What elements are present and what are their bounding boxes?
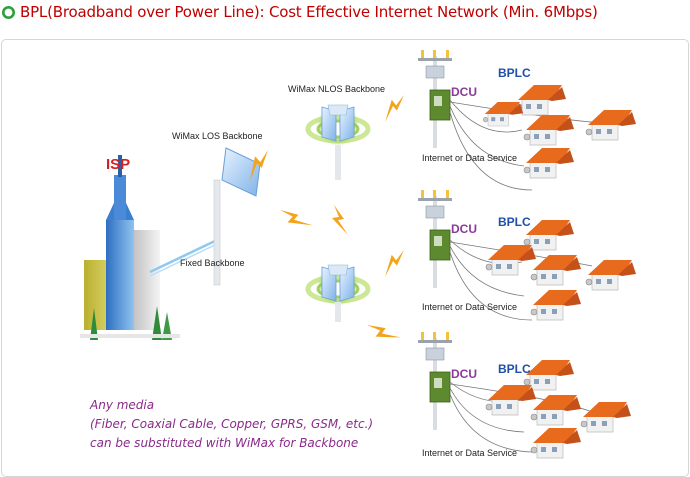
site-2-dcu-label: DCU — [451, 222, 477, 236]
fixed-backbone-cable — [149, 238, 218, 274]
site-2-graphics — [417, 189, 637, 321]
wimax-los-label: WiMax LOS Backbone — [172, 131, 263, 141]
page-heading: BPL(Broadband over Power Line): Cost Eff… — [2, 0, 688, 24]
site-2-bplc-label: BPLC — [498, 215, 531, 229]
site-1-graphics — [417, 49, 637, 191]
relay-tower — [308, 263, 368, 322]
site-1-bplc-label: BPLC — [498, 66, 531, 80]
site-2-service-label: Internet or Data Service — [422, 302, 518, 312]
site-3-graphics — [417, 331, 632, 459]
site-1-service-label: Internet or Data Service — [422, 153, 518, 163]
site-3-bplc-label: BPLC — [498, 362, 531, 376]
media-note-line-3: can be substituted with WiMax for Backbo… — [90, 436, 359, 450]
media-note-line-2: (Fiber, Coaxial Cable, Copper, GPRS, GSM… — [90, 417, 374, 431]
wimax-nlos-label: WiMax NLOS Backbone — [288, 84, 386, 94]
fixed-backbone-label: Fixed Backbone — [180, 258, 245, 268]
isp-label: ISP — [106, 156, 131, 173]
circle-bullet-icon — [2, 5, 15, 19]
site-1-dcu-label: DCU — [451, 85, 477, 99]
diagram-graphics — [80, 49, 637, 459]
network-diagram: ISP Fixed Backbone WiMax LOS Backbone Wi… — [1, 39, 689, 477]
site-3-dcu-label: DCU — [451, 367, 477, 381]
los-tower — [213, 147, 261, 286]
nlos-tower — [308, 103, 368, 180]
site-3-service-label: Internet or Data Service — [422, 448, 518, 458]
isp-buildings — [80, 155, 180, 340]
page-title: BPL(Broadband over Power Line): Cost Eff… — [20, 3, 598, 21]
media-note-line-1: Any media — [90, 398, 155, 412]
